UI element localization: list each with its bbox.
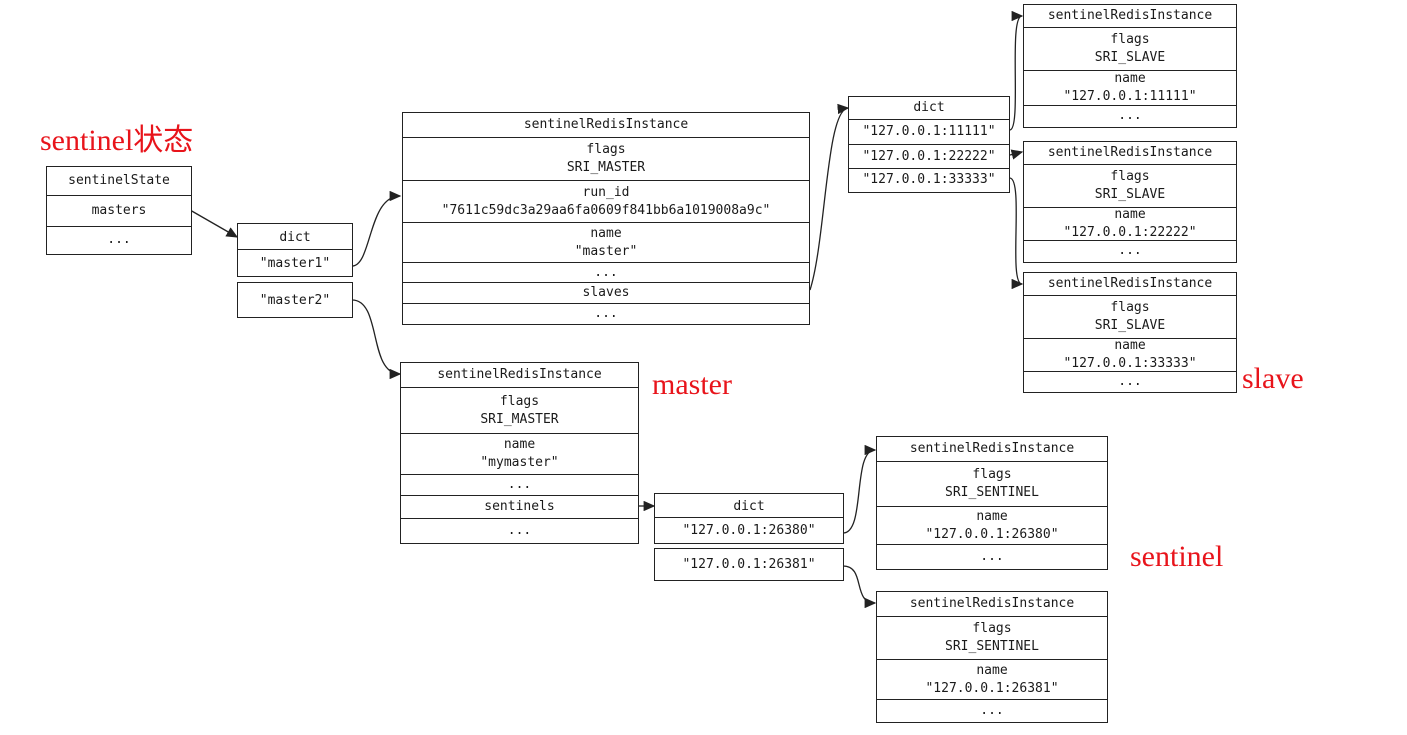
flags-label: flags [972, 621, 1012, 636]
ellipsis: ... [1118, 243, 1142, 258]
instance-header: sentinelRedisInstance [1047, 8, 1213, 23]
name-label: name [1114, 71, 1146, 86]
slaves-field: slaves [582, 285, 630, 300]
instance-header: sentinelRedisInstance [1047, 276, 1213, 291]
run-id-value: "7611c59dc3a29aa6fa0609f841bb6a1019008a9… [441, 202, 771, 218]
sentinels-dict: dict "127.0.0.1:26380" "127.0.0.1:26381" [654, 493, 844, 581]
flags-value: SRI_MASTER [566, 160, 646, 175]
arrow-master1-to-instance [351, 190, 402, 267]
sentinel-instance-2: sentinelRedisInstance flags SRI_SENTINEL… [876, 591, 1108, 723]
masters-field: masters [91, 203, 147, 218]
dict-key-master1: "master1" [237, 249, 353, 277]
flags-label: flags [1110, 32, 1150, 47]
name-value: "127.0.0.1:26381" [925, 680, 1059, 696]
ellipsis: ... [1118, 373, 1142, 389]
instance-header: sentinelRedisInstance [523, 117, 689, 132]
flags-value: SRI_SENTINEL [945, 485, 1039, 500]
name-value: "127.0.0.1:11111" [1063, 89, 1197, 104]
sentinel-instance-1: sentinelRedisInstance flags SRI_SENTINEL… [876, 436, 1108, 570]
name-label: name [503, 437, 536, 452]
title-label: sentinel状态 [40, 124, 194, 157]
name-value: "master" [574, 243, 638, 259]
arrow-masters-to-dict [189, 209, 239, 238]
name-value: "mymaster" [480, 455, 559, 470]
ellipsis: ... [507, 477, 532, 492]
slaves-dict: dict "127.0.0.1:11111" "127.0.0.1:22222"… [848, 96, 1010, 193]
dict-key-slave2: "127.0.0.1:22222" [862, 148, 996, 164]
name-label: name [1114, 207, 1146, 222]
sentinel-label: sentinel [1130, 540, 1224, 573]
arrow-slaves-to-dict [809, 103, 850, 291]
dict-key-slave3: "127.0.0.1:33333" [862, 172, 996, 187]
run-id-label: run_id [582, 184, 630, 200]
name-value: "127.0.0.1:26380" [925, 526, 1059, 542]
instance-header: sentinelRedisInstance [437, 367, 602, 382]
master-instance-2: sentinelRedisInstance flags SRI_MASTER n… [400, 362, 639, 544]
flags-value: SRI_SLAVE [1094, 50, 1166, 65]
ellipsis: ... [980, 548, 1004, 564]
ellipsis: ... [507, 522, 532, 538]
flags-label: flags [972, 467, 1012, 482]
name-value: "127.0.0.1:22222" [1063, 225, 1197, 240]
flags-value: SRI_SLAVE [1094, 318, 1166, 333]
slave-label: slave [1242, 362, 1304, 395]
name-value: "127.0.0.1:33333" [1063, 356, 1197, 371]
dict-header: dict [237, 223, 353, 251]
flags-label: flags [499, 393, 540, 409]
dict-header: dict [654, 493, 844, 519]
flags-value: SRI_MASTER [480, 411, 559, 427]
instance-header: sentinelRedisInstance [1047, 145, 1213, 160]
name-label: name [976, 508, 1008, 524]
flags-label: flags [586, 142, 626, 157]
name-label: name [976, 662, 1008, 678]
slave-instance-1: sentinelRedisInstance flags SRI_SLAVE na… [1023, 4, 1237, 128]
sentinels-field: sentinels [484, 499, 555, 514]
instance-header: sentinelRedisInstance [909, 596, 1075, 611]
slave-instance-3: sentinelRedisInstance flags SRI_SLAVE na… [1023, 272, 1237, 393]
dict-header: dict [913, 100, 945, 115]
slave-instance-2: sentinelRedisInstance flags SRI_SLAVE na… [1023, 141, 1237, 263]
dict-key-sentinel1: "127.0.0.1:26380" [654, 517, 844, 544]
name-label: name [1114, 338, 1146, 353]
ellipsis: ... [1118, 108, 1142, 123]
name-label: name [590, 225, 622, 241]
arrow-slave1 [1009, 10, 1024, 131]
flags-label: flags [1110, 169, 1150, 184]
dict-key-master2: "master2" [237, 282, 353, 318]
masters-dict: dict "master1" "master2" [237, 223, 353, 318]
sentinel-state-box: sentinelState masters ... [46, 166, 192, 255]
arrow-slave3 [1009, 177, 1024, 290]
master-instance-1: sentinelRedisInstance flags SRI_MASTER r… [402, 112, 810, 325]
arrow-slave2 [1009, 149, 1024, 160]
instance-header: sentinelRedisInstance [909, 441, 1075, 456]
arrow-sentinel2 [842, 565, 877, 609]
sentinel-state-header: sentinelState [68, 173, 170, 188]
arrow-sentinel1 [842, 444, 877, 534]
flags-value: SRI_SLAVE [1094, 187, 1166, 202]
dict-key-slave1: "127.0.0.1:11111" [862, 124, 996, 139]
arrow-master2-to-instance [351, 299, 402, 380]
ellipsis: ... [107, 232, 131, 247]
ellipsis: ... [980, 702, 1004, 718]
ellipsis: ... [594, 264, 618, 280]
flags-value: SRI_SENTINEL [945, 639, 1039, 654]
dict-key-sentinel2: "127.0.0.1:26381" [654, 548, 844, 581]
flags-label: flags [1110, 300, 1150, 315]
ellipsis: ... [594, 305, 618, 321]
master-label: master [652, 368, 732, 401]
